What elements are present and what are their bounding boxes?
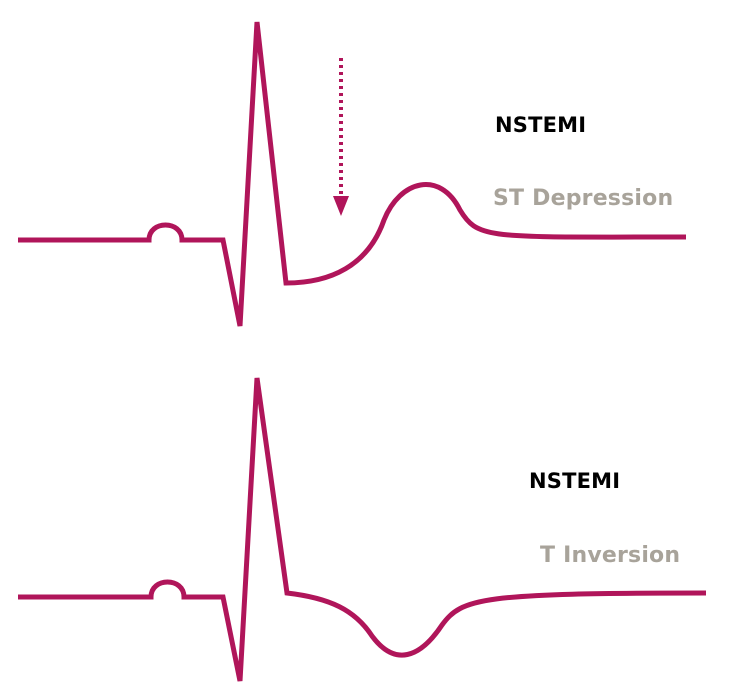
panel-title: NSTEMI xyxy=(529,469,621,493)
panel-subtitle: T Inversion xyxy=(540,543,681,568)
panel-subtitle: ST Depression xyxy=(493,186,674,211)
panel-title: NSTEMI xyxy=(495,113,587,137)
ecg-trace-t-inversion xyxy=(18,377,707,682)
ecg-trace-st-depression xyxy=(18,21,687,327)
arrow-head-icon xyxy=(333,196,349,216)
